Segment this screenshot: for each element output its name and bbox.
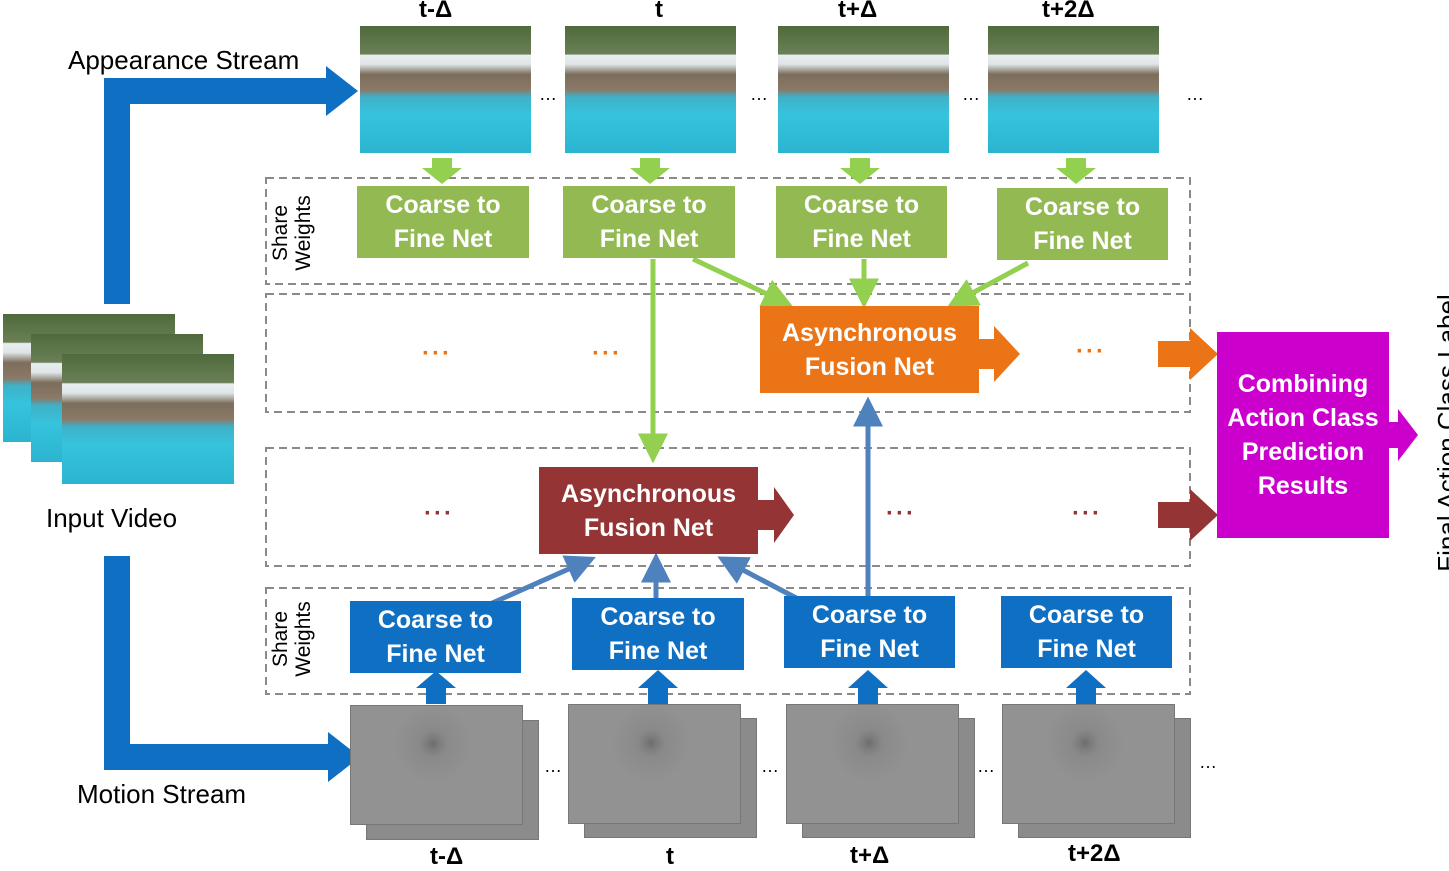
share-weights-motion-row [265, 587, 1191, 695]
motion-ellipsis-0: … [544, 756, 562, 776]
time-label-bottom-0: t-Δ [430, 843, 464, 870]
arrow-mnet3-to-fusion-motion [717, 556, 802, 603]
arrow-net2-to-fusion-app [691, 256, 793, 307]
appearance-row-dots-1: ··· [592, 340, 622, 367]
appearance-frame-3 [988, 26, 1159, 153]
frame-to-net-arrows-bottom [416, 670, 1106, 704]
appearance-ellipsis-1: … [750, 84, 768, 104]
motion-frame-1 [568, 704, 741, 824]
appearance-net-3: Coarse to Fine Net [997, 188, 1168, 260]
appearance-net-2: Coarse to Fine Net [776, 186, 947, 258]
motion-ellipsis-3: … [1199, 752, 1217, 772]
motion-branch-arrow [104, 556, 360, 782]
time-label-top-2: t+Δ [838, 0, 878, 23]
motion-net-0: Coarse to Fine Net [350, 601, 521, 673]
motion-frame-2 [786, 704, 959, 824]
fusion-app-output-arrow [978, 326, 1020, 382]
final-action-class-label: Final Action Class Label [1432, 294, 1449, 572]
appearance-ellipsis-0: … [539, 84, 557, 104]
frame-to-net-arrows-top [422, 158, 1096, 184]
appearance-frame-1 [565, 26, 736, 153]
motion-row-dots-1: ··· [886, 500, 916, 527]
time-label-bottom-1: t [666, 843, 674, 870]
appearance-ellipsis-2: … [962, 84, 980, 104]
motion-frame-3 [1002, 704, 1175, 824]
appearance-branch-arrow [104, 66, 358, 304]
share-weights-label-top: Share Weights [269, 195, 315, 271]
fusion-appearance-row [265, 293, 1191, 413]
fusion-net-motion: Asynchronous Fusion Net [539, 467, 758, 554]
motion-net-1: Coarse to Fine Net [572, 598, 744, 670]
motion-stream-label: Motion Stream [77, 779, 247, 809]
appearance-frame-2 [778, 26, 949, 153]
share-weights-appearance-row [265, 177, 1191, 285]
appearance-ellipsis-3: … [1186, 84, 1204, 104]
input-video-frame-front [62, 354, 234, 484]
appearance-frame-0 [360, 26, 531, 153]
combiner-output-arrow [1389, 409, 1418, 461]
combining-results-box: Combining Action Class Prediction Result… [1217, 332, 1389, 538]
appearance-row-dots-0: ··· [422, 340, 452, 367]
motion-ellipsis-1: … [761, 756, 779, 776]
motion-ellipsis-2: … [977, 756, 995, 776]
time-label-bottom-2: t+Δ [850, 842, 890, 869]
time-label-bottom-3: t+2Δ [1068, 840, 1121, 867]
motion-net-2: Coarse to Fine Net [784, 596, 955, 668]
appearance-stream-label: Appearance Stream [68, 45, 300, 75]
time-label-top-3: t+2Δ [1042, 0, 1095, 23]
share-weights-label-bottom: Share Weights [269, 601, 315, 677]
appearance-net-0: Coarse to Fine Net [357, 186, 529, 258]
fusion-net-appearance: Asynchronous Fusion Net [760, 306, 979, 393]
fusion-motion-output-arrow [758, 487, 794, 543]
arrow-mnet1-to-fusion-motion [488, 555, 596, 607]
motion-row-dots-2: ··· [1072, 500, 1102, 527]
darkred-into-combiner-arrow [1158, 489, 1218, 541]
time-label-top-0: t-Δ [419, 0, 453, 23]
motion-frame-0 [350, 705, 523, 825]
arrow-net4-to-fusion-app [947, 260, 1030, 307]
appearance-net-1: Coarse to Fine Net [563, 186, 735, 258]
time-label-top-1: t [655, 0, 663, 23]
motion-row-dots-0: ··· [424, 500, 454, 527]
input-video-label: Input Video [46, 503, 178, 533]
appearance-row-dots-2: ··· [1076, 338, 1106, 365]
motion-net-3: Coarse to Fine Net [1001, 596, 1172, 668]
orange-into-combiner-arrow [1158, 328, 1218, 380]
